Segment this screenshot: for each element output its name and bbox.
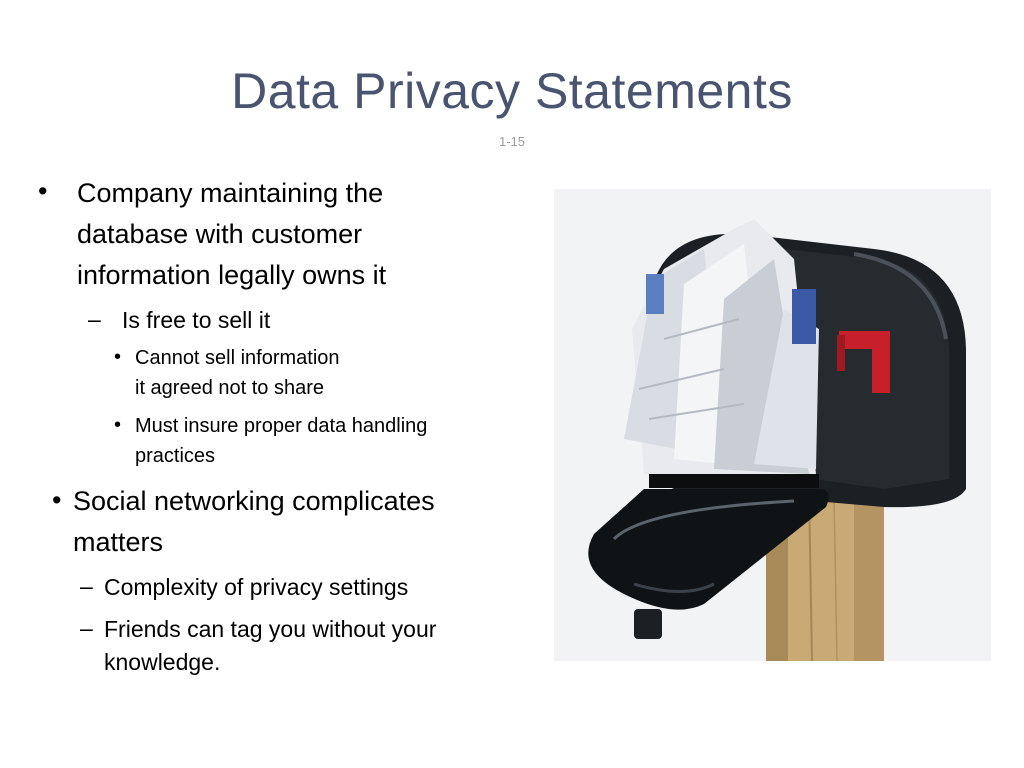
dash-marker: – (80, 573, 93, 599)
sub-bullet-text: Complexity of privacy settings (104, 574, 409, 600)
sub-bullet-text: Friends can tag you without your (104, 616, 437, 642)
sub-bullet-text: knowledge. (104, 649, 221, 675)
sub-sub-bullet-text: Cannot sell information (135, 347, 340, 369)
bullet-marker: • (38, 176, 48, 206)
sub-sub-bullet-text: it agreed not to share (135, 377, 325, 399)
bullet-text: information legally owns it (77, 260, 387, 290)
bullet-text: matters (73, 527, 164, 557)
slide-title: Data Privacy Statements (231, 63, 793, 119)
mailbox-photo (554, 189, 991, 661)
sub-sub-bullet-text: practices (135, 445, 216, 467)
bullet-marker: • (114, 414, 122, 436)
bullet-text: database with customer (77, 219, 363, 249)
dash-marker: – (80, 615, 93, 641)
dash-marker: – (88, 306, 101, 332)
sub-sub-bullet-text: Must insure proper data handling (135, 415, 428, 437)
slide-number: 1-15 (498, 134, 526, 149)
bullet-text: Social networking complicates (73, 486, 435, 516)
sub-bullet-text: Is free to sell it (122, 307, 271, 333)
bullet-marker: • (114, 346, 122, 368)
mailbox-stuffed-with-mail-icon (588, 219, 966, 661)
bullet-text: Company maintaining the (77, 178, 384, 208)
bullet-marker: • (52, 485, 62, 515)
